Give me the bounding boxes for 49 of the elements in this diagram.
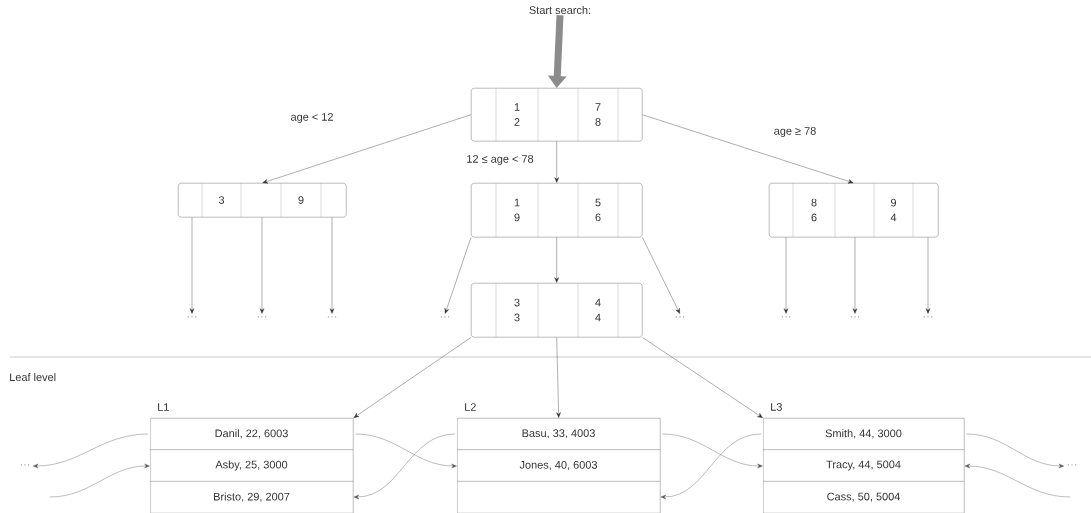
level-label: Leaf level (10, 372, 56, 381)
arrow (966, 433, 1064, 469)
arrow (554, 237, 559, 283)
index-node: 1 9 5 6 (471, 182, 643, 238)
start-label: Start search: (529, 6, 591, 14)
arrow (259, 217, 265, 314)
ellipsis: ··· (257, 316, 267, 318)
edge-label: age < 12 (288, 111, 336, 125)
arrow (189, 217, 195, 314)
arrow (262, 114, 472, 184)
page-label: L2 (465, 403, 476, 411)
edge-label: 12 ≤ age < 78 (464, 153, 536, 167)
arrow (660, 433, 762, 500)
arrow (642, 337, 763, 418)
arrow (642, 237, 680, 314)
arrow (556, 337, 561, 418)
arrow (783, 237, 789, 314)
ellipsis: ··· (850, 316, 860, 318)
arrow (925, 237, 931, 314)
index-node: 3 9 (178, 182, 347, 218)
ellipsis: ··· (187, 316, 197, 318)
arrow (662, 433, 763, 469)
arrow (642, 114, 854, 184)
arrow (964, 463, 1071, 498)
arrow (444, 237, 472, 314)
ellipsis: ··· (781, 316, 791, 318)
index-node: 1 2 7 8 (471, 87, 643, 142)
arrow (554, 141, 559, 183)
index-node: 3 3 4 4 (471, 282, 643, 338)
arrow (852, 237, 858, 314)
ellipsis: ··· (1067, 464, 1077, 466)
ellipsis: ··· (675, 316, 685, 318)
leaf-page: Smith, 44, 3000 Tracy, 44, 5004 Cass, 50, 5004 (762, 418, 965, 513)
arrow (33, 433, 149, 469)
edge-label: age ≥ 78 (771, 125, 819, 139)
ellipsis: ··· (923, 316, 933, 318)
ellipsis: ··· (440, 316, 450, 318)
arrow (355, 433, 457, 469)
leaf-page: Basu, 33, 4003 Jones, 40, 6003 (456, 418, 661, 513)
arrow (329, 217, 335, 314)
ellipsis: ··· (327, 316, 337, 318)
index-node: 8 6 9 4 (769, 182, 939, 238)
arrow (353, 337, 472, 418)
page-label: L3 (771, 403, 782, 411)
arrow (353, 433, 456, 500)
arrow (49, 463, 150, 498)
ellipsis: ··· (20, 464, 30, 466)
leaf-page: Danil, 22, 6003 Asby, 25, 3000 Bristo, 29, 2007 (149, 418, 354, 513)
page-label: L1 (158, 403, 169, 411)
